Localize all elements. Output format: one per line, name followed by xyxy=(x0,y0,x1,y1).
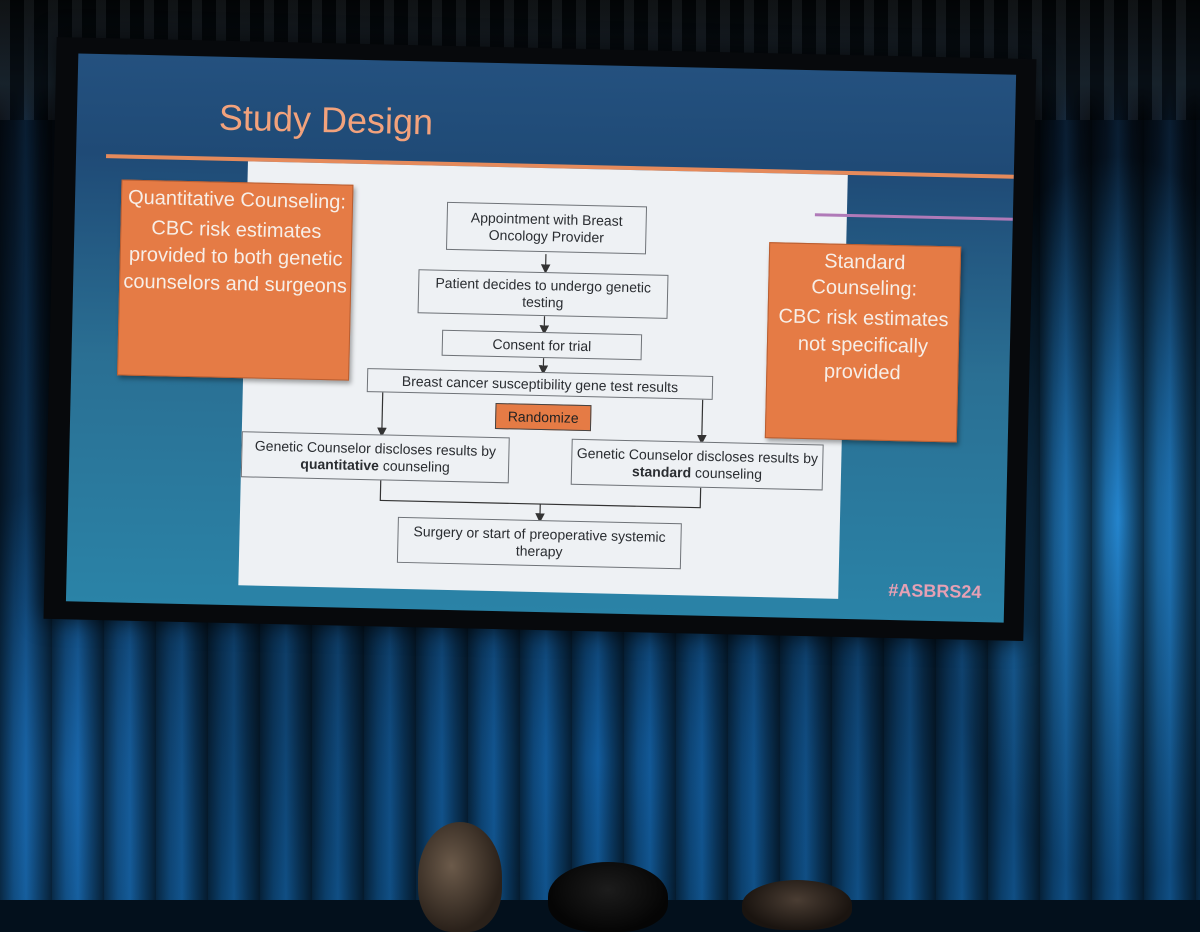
presentation-slide: Study Design Quantitative Counseling: CB… xyxy=(66,53,1016,622)
arrow-step4-right-arm xyxy=(702,400,703,440)
flow-step-appointment: Appointment with Breast Oncology Provide… xyxy=(446,202,647,255)
flow-step-decision: Patient decides to undergo genetic testi… xyxy=(418,269,669,319)
flow-step-consent: Consent for trial xyxy=(442,330,643,361)
arm-suffix: counseling xyxy=(383,457,450,475)
arm-text: Genetic Counselor discloses results by s… xyxy=(572,445,823,485)
flow-arm-standard: Genetic Counselor discloses results by s… xyxy=(571,439,824,491)
audience-head xyxy=(418,822,502,932)
arm-prefix: Genetic Counselor discloses results by xyxy=(255,438,497,459)
arm-prefix: Genetic Counselor discloses results by xyxy=(577,445,819,466)
flow-arm-quantitative: Genetic Counselor discloses results by q… xyxy=(241,431,510,483)
arm-text: Genetic Counselor discloses results by q… xyxy=(242,437,509,477)
audience-head xyxy=(742,880,852,930)
randomize-box: Randomize xyxy=(495,403,592,431)
arm-emphasis: quantitative xyxy=(300,456,379,474)
arm-suffix: counseling xyxy=(695,465,762,483)
flow-step-surgery: Surgery or start of preoperative systemi… xyxy=(397,517,682,569)
arm-emphasis: standard xyxy=(632,463,691,480)
arrow-step4-left-arm xyxy=(382,392,383,432)
audience-head xyxy=(548,862,668,932)
projection-screen: Study Design Quantitative Counseling: CB… xyxy=(44,37,1037,641)
conference-hashtag: #ASBRS24 xyxy=(888,580,981,603)
